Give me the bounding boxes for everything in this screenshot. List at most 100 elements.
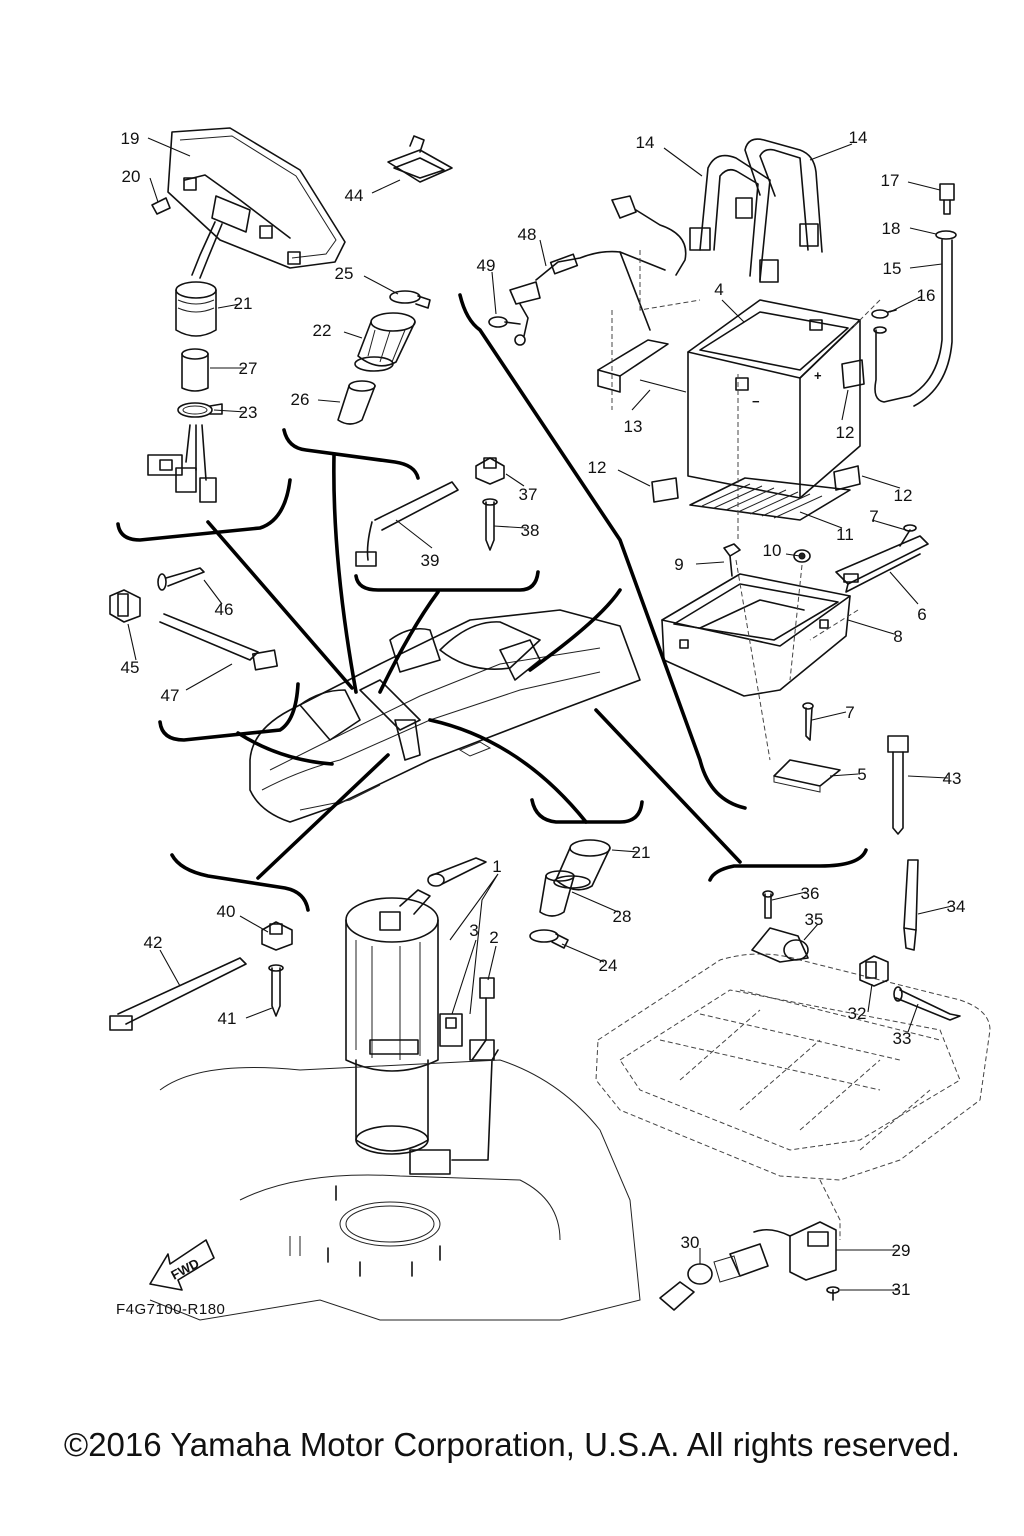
tie-39 bbox=[355, 481, 459, 567]
fwd-arrow-icon: FWD bbox=[149, 1239, 215, 1291]
part-label-28: 28 bbox=[613, 907, 632, 926]
part-label-32: 32 bbox=[848, 1004, 867, 1023]
nut-10 bbox=[793, 549, 811, 563]
part-label-25: 25 bbox=[335, 264, 354, 283]
watercraft bbox=[249, 609, 641, 823]
drawing-code: F4G7100-R180 bbox=[116, 1301, 225, 1318]
part-label-6: 6 bbox=[917, 605, 926, 624]
rivet-46 bbox=[157, 567, 205, 591]
rivet-38 bbox=[482, 498, 498, 551]
tie-43 bbox=[887, 735, 909, 835]
switch-29 bbox=[753, 1221, 837, 1281]
part-label-43: 43 bbox=[943, 769, 962, 788]
tie-42 bbox=[109, 957, 247, 1031]
part-label-11: 11 bbox=[836, 525, 854, 544]
part-label-19: 19 bbox=[121, 129, 140, 148]
rivet-36 bbox=[762, 890, 774, 919]
clip-44 bbox=[387, 135, 453, 183]
part-label-37: 37 bbox=[519, 485, 538, 504]
bolt-9 bbox=[723, 543, 741, 577]
part-label-41: 41 bbox=[218, 1009, 237, 1028]
pad-13 bbox=[597, 339, 669, 393]
rivet-33 bbox=[893, 986, 961, 1021]
part-label-12: 12 bbox=[836, 423, 855, 442]
battery-cable-48 bbox=[509, 195, 687, 346]
part-label-26: 26 bbox=[291, 390, 310, 409]
part-label-36: 36 bbox=[801, 884, 820, 903]
part-label-39: 39 bbox=[421, 551, 440, 570]
part-label-49: 49 bbox=[477, 256, 496, 275]
rivet-7b bbox=[802, 702, 814, 741]
part-label-48: 48 bbox=[518, 225, 537, 244]
part-label-12: 12 bbox=[588, 458, 607, 477]
part-label-2: 2 bbox=[489, 928, 498, 947]
sleeve-27 bbox=[181, 348, 209, 392]
part-label-4: 4 bbox=[714, 280, 723, 299]
platform-grid bbox=[595, 953, 991, 1240]
part-label-10: 10 bbox=[763, 541, 782, 560]
screw-31 bbox=[826, 1286, 840, 1301]
part-label-12: 12 bbox=[894, 486, 913, 505]
part-label-14: 14 bbox=[849, 128, 868, 147]
grommet-21-center bbox=[553, 839, 611, 891]
svg-text:+: + bbox=[814, 368, 822, 383]
part-label-44: 44 bbox=[345, 186, 364, 205]
part-label-42: 42 bbox=[144, 933, 163, 952]
leader-lines bbox=[127, 137, 953, 1291]
rivet-41 bbox=[268, 964, 284, 1017]
part-label-3: 3 bbox=[469, 921, 478, 940]
band-25 bbox=[389, 290, 431, 309]
dashed-guides-battery bbox=[611, 250, 881, 761]
part-label-15: 15 bbox=[883, 259, 902, 278]
vent-17 bbox=[939, 183, 955, 215]
tie-34 bbox=[903, 859, 919, 951]
part-label-35: 35 bbox=[805, 910, 824, 929]
part-label-33: 33 bbox=[893, 1029, 912, 1048]
clip-18 bbox=[935, 230, 957, 240]
clip-37 bbox=[475, 457, 505, 485]
tie-47 bbox=[159, 613, 279, 671]
battery-4: − + bbox=[687, 299, 861, 499]
part-label-18: 18 bbox=[882, 219, 901, 238]
clip-32 bbox=[859, 955, 889, 987]
battery-strap-14b bbox=[744, 138, 823, 253]
pad-12 bbox=[651, 359, 865, 503]
part-label-45: 45 bbox=[121, 658, 140, 677]
sleeve-26 bbox=[337, 380, 376, 425]
grommet-22 bbox=[354, 312, 416, 372]
part-label-7: 7 bbox=[845, 703, 854, 722]
hose-15 bbox=[873, 239, 953, 407]
part-label-8: 8 bbox=[893, 627, 902, 646]
rivet-7a bbox=[899, 524, 917, 547]
part-label-21: 21 bbox=[632, 843, 651, 862]
part-label-31: 31 bbox=[892, 1280, 911, 1299]
battery-box-8 bbox=[661, 573, 851, 697]
callout-brackets bbox=[116, 293, 868, 912]
part-label-7: 7 bbox=[869, 507, 878, 526]
part-label-23: 23 bbox=[239, 403, 258, 422]
part-label-21: 21 bbox=[234, 294, 253, 313]
grommet-21-top bbox=[175, 281, 217, 337]
band-23 bbox=[177, 402, 223, 418]
screw-49 bbox=[488, 316, 521, 328]
band-24 bbox=[529, 929, 569, 949]
svg-text:−: − bbox=[752, 394, 760, 409]
copyright-notice: ©2016 Yamaha Motor Corporation, U.S.A. A… bbox=[63, 1426, 961, 1463]
part-label-9: 9 bbox=[674, 555, 683, 574]
bracket-6 bbox=[835, 535, 929, 593]
plate-5 bbox=[773, 759, 841, 793]
label-leaders-1 bbox=[449, 873, 499, 1015]
fuel-pump-1 bbox=[345, 857, 499, 1175]
part-label-29: 29 bbox=[892, 1241, 911, 1260]
wire-2 bbox=[469, 977, 495, 1061]
part-label-5: 5 bbox=[857, 765, 866, 784]
wire-connectors bbox=[147, 424, 217, 503]
part-label-14: 14 bbox=[636, 133, 655, 152]
part-label-13: 13 bbox=[624, 417, 643, 436]
battery-pad-11 bbox=[689, 477, 851, 521]
clip-40 bbox=[261, 921, 293, 951]
part-label-30: 30 bbox=[681, 1233, 700, 1252]
part-label-40: 40 bbox=[217, 902, 236, 921]
hull-deck bbox=[149, 1059, 641, 1321]
